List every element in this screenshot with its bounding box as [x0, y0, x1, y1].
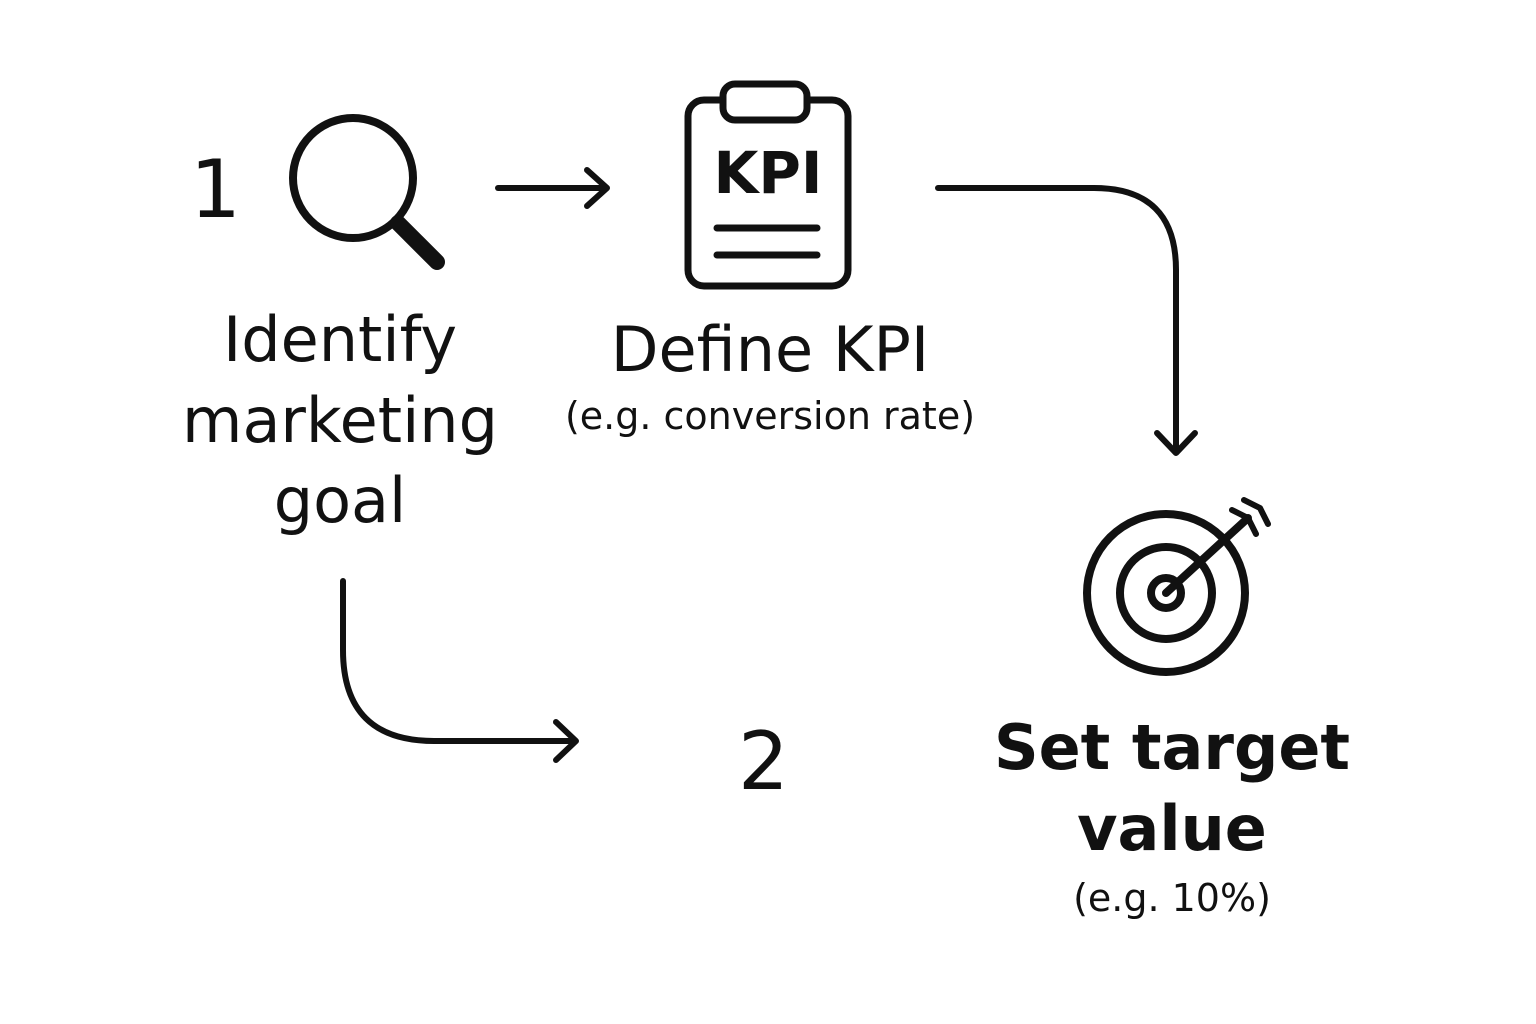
define-kpi-label: Define KPI: [610, 313, 930, 386]
step-1-label-line-1: Identify: [222, 303, 458, 376]
step-1-label-line-3: goal: [273, 464, 407, 538]
magnifier-icon: [289, 114, 445, 270]
arrow-to-define-kpi: [495, 167, 610, 209]
target-arrow-icon: [1083, 497, 1271, 676]
set-target-label: Set target value: [990, 708, 1354, 869]
set-target-example: (e.g. 10%): [1073, 876, 1271, 920]
kpi-badge-text: KPI: [713, 139, 823, 207]
set-target-label-line-2: value: [1077, 791, 1267, 865]
set-target-label-line-1: Set target: [993, 711, 1351, 784]
step-number-2: 2: [738, 715, 789, 808]
arrow-to-set-target: [935, 185, 1198, 456]
step-1-label-line-2: marketing: [182, 383, 498, 457]
arrow-to-step-2: [340, 578, 579, 763]
step-number-1: 1: [190, 143, 241, 236]
clipboard-icon: [684, 80, 852, 290]
define-kpi-example: (e.g. conversion rate): [564, 394, 976, 438]
step-1-label: Identify marketing goal: [160, 300, 520, 542]
